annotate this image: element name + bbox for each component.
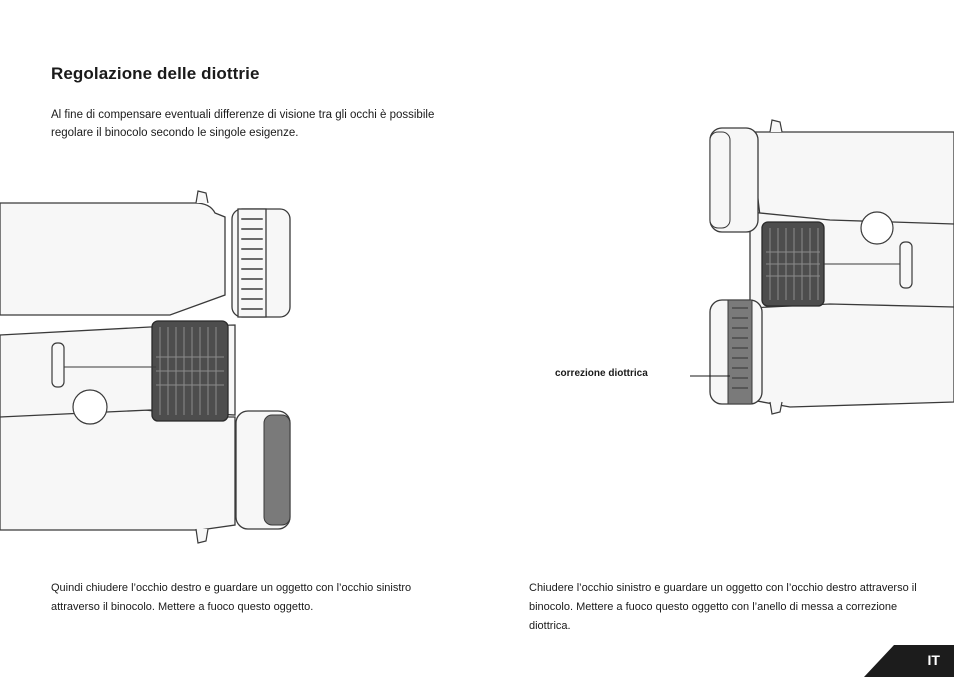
page-title: Regolazione delle diottrie bbox=[51, 64, 260, 83]
language-label: IT bbox=[927, 652, 940, 668]
binocular-illustration-right bbox=[668, 112, 954, 422]
caption-left: Quindi chiudere l’occhio destro e guarda… bbox=[51, 582, 412, 613]
intro-paragraph: Al fine di compensare eventuali differen… bbox=[51, 109, 435, 139]
binocular-illustration-left bbox=[0, 185, 300, 555]
caption-right: Chiudere l’occhio sinistro e guardare un… bbox=[529, 582, 917, 632]
diopter-correction-label: correzione diottrica bbox=[555, 368, 648, 379]
language-tab: IT bbox=[864, 645, 954, 677]
